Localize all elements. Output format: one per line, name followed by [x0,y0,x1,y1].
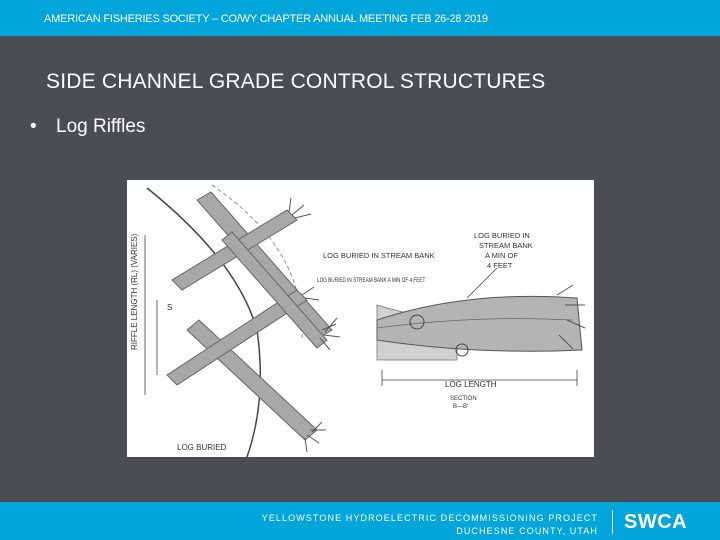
log-diagonal-3 [186,319,318,441]
section-view [376,267,586,386]
log-diagonal-5 [221,231,328,349]
label-section: SECTION [450,396,477,402]
root-wad-1 [319,317,341,351]
swca-logo: SWCA [624,511,688,533]
root-wads [288,197,341,453]
bullet-glyph: • [30,116,37,137]
label-log-buried-bottom: LOG BURIED [177,443,227,452]
bullet-text: Log Riffles [56,116,146,137]
diagram-drawing: LOG BURIED IN STREAM BANK LOG BURIED IN … [130,184,586,457]
footer-bar: YELLOWSTONE HYDROELECTRIC DECOMMISSIONIN… [0,502,720,540]
label-log-buried-left: LOG BURIED IN STREAM BANK A MIN OF 4 FEE… [317,278,426,285]
log-grain [376,318,573,329]
plan-logs [166,191,333,441]
label-log-length: LOG LENGTH [445,380,497,389]
label-section-id: B—B' [453,404,468,410]
section-root-wad [556,284,586,350]
leader-line [466,267,498,299]
label-log-buried-right-1: LOG BURIED IN [474,231,530,240]
label-log-buried-right-2: STREAM BANK [479,241,533,250]
conference-title: AMERICAN FISHERIES SOCIETY – CO/WY CHAPT… [44,13,488,25]
project-name: YELLOWSTONE HYDROELECTRIC DECOMMISSIONIN… [261,513,598,523]
log-riffle-diagram: LOG BURIED IN STREAM BANK LOG BURIED IN … [127,180,594,457]
bullet-item: • Log Riffles [30,116,145,138]
label-riffle-length: RIFFLE LENGTH (RL) (VARIES) [130,233,139,350]
log-diagonal-4 [166,289,308,386]
project-info: YELLOWSTONE HYDROELECTRIC DECOMMISSIONIN… [262,512,598,538]
project-location: DUCHESNE COUNTY, UTAH [456,526,598,536]
header-bar: AMERICAN FISHERIES SOCIETY – CO/WY CHAPT… [0,0,720,36]
slide-title: SIDE CHANNEL GRADE CONTROL STRUCTURES [46,70,546,93]
section-log [376,295,583,352]
bank-curve-dashed [211,184,303,341]
log-end-1 [409,314,425,330]
label-log-buried-mid: LOG BURIED IN STREAM BANK [323,251,435,260]
log-end-2 [455,343,469,357]
root-wad-2 [304,421,326,453]
root-wad-4 [301,286,320,301]
label-log-buried-right-4: 4 FEET [487,261,513,270]
label-side-s: S [167,303,172,312]
label-log-buried-right-3: A MIN OF [485,251,518,260]
root-wad-3 [288,197,312,219]
footer-divider [612,510,613,534]
